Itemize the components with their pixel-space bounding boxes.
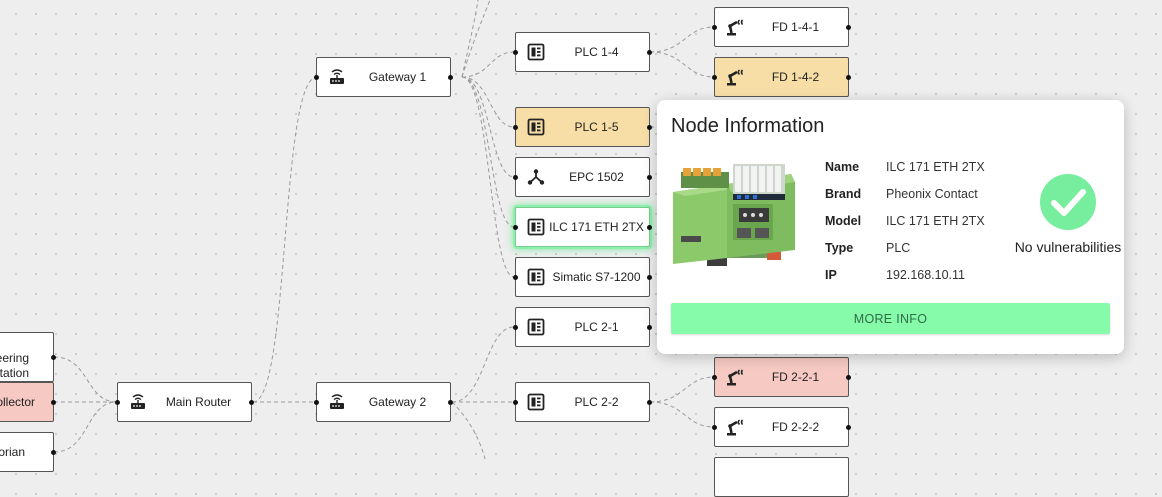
detail-key: Type xyxy=(825,241,854,255)
port-dot xyxy=(712,374,717,380)
node-fd-1-4-2[interactable]: FD 1-4-2 xyxy=(712,57,851,97)
port-dot xyxy=(513,49,518,55)
port-dot xyxy=(647,274,652,280)
plc-chip-icon xyxy=(526,42,546,62)
robot-arm-icon xyxy=(725,67,745,87)
node-plc-1-4[interactable]: PLC 1-4 xyxy=(513,32,652,72)
node-label: orian xyxy=(0,445,25,459)
port-dot xyxy=(314,74,319,80)
detail-value: PLC xyxy=(886,241,911,255)
port-dot xyxy=(513,124,518,130)
port-dot xyxy=(513,174,518,180)
detail-value: ILC 171 ETH 2TX xyxy=(886,214,985,228)
node-fd-2-2-2[interactable]: FD 2-2-2 xyxy=(712,407,851,447)
more-info-button[interactable]: MORE INFO xyxy=(671,303,1110,334)
node-label: station xyxy=(0,366,29,380)
node-label: FD 1-4-1 xyxy=(771,20,820,34)
port-dot xyxy=(115,399,120,405)
port-dot xyxy=(448,399,453,405)
node-partial-bottom[interactable] xyxy=(714,457,849,497)
port-dot xyxy=(647,174,652,180)
node-epc-1502[interactable]: EPC 1502 xyxy=(513,157,652,197)
port-dot xyxy=(647,224,652,230)
port-dot xyxy=(314,399,319,405)
plc-chip-icon xyxy=(526,267,546,287)
port-dot xyxy=(712,424,717,430)
plc-chip-icon xyxy=(526,217,546,237)
detail-key: IP xyxy=(825,268,837,282)
node-label: PLC 1-5 xyxy=(574,120,619,134)
router-icon xyxy=(327,392,347,412)
node-label: PLC 2-2 xyxy=(574,395,619,409)
port-dot xyxy=(712,74,717,80)
node-gateway-1[interactable]: Gateway 1 xyxy=(314,57,453,97)
port-dot xyxy=(513,224,518,230)
node-label: ollector xyxy=(0,395,35,409)
router-icon xyxy=(128,392,148,412)
plc-chip-icon xyxy=(526,317,546,337)
node-label: eering xyxy=(0,351,29,365)
router-icon xyxy=(327,67,347,87)
robot-arm-icon xyxy=(725,367,745,387)
plc-chip-icon xyxy=(526,117,546,137)
node-fd-2-2-1[interactable]: FD 2-2-1 xyxy=(712,357,851,397)
node-label: Gateway 2 xyxy=(368,395,427,409)
port-dot xyxy=(249,399,254,405)
port-dot xyxy=(51,355,56,360)
node-label: ILC 171 ETH 2TX xyxy=(549,220,644,234)
node-label: PLC 1-4 xyxy=(574,45,619,59)
check-circle-icon xyxy=(1040,174,1096,230)
port-dot xyxy=(846,424,851,430)
port-dot xyxy=(647,49,652,55)
port-dot xyxy=(513,274,518,280)
node-ilc-171-eth-2tx[interactable]: ILC 171 ETH 2TX xyxy=(513,207,652,247)
port-dot xyxy=(448,74,453,80)
node-fd-1-4-1[interactable]: FD 1-4-1 xyxy=(712,7,851,47)
detail-value: Pheonix Contact xyxy=(886,187,978,201)
node-label: PLC 2-1 xyxy=(574,320,619,334)
node-collector[interactable]: ollector xyxy=(0,382,56,422)
node-label: FD 2-2-2 xyxy=(771,420,820,434)
port-dot xyxy=(846,74,851,80)
detail-key: Model xyxy=(825,214,862,228)
port-dot xyxy=(647,399,652,405)
node-gateway-2[interactable]: Gateway 2 xyxy=(314,382,453,422)
port-dot xyxy=(513,324,518,330)
node-label: EPC 1502 xyxy=(569,170,624,184)
port-dot xyxy=(647,324,652,330)
vulnerability-status: No vulnerabilities xyxy=(1014,239,1122,255)
robot-arm-icon xyxy=(725,417,745,437)
plc-chip-icon xyxy=(526,392,546,412)
detail-key: Name xyxy=(825,160,860,174)
detail-value: ILC 171 ETH 2TX xyxy=(886,160,985,174)
port-dot xyxy=(712,24,717,30)
robot-arm-icon xyxy=(725,17,745,37)
port-dot xyxy=(647,124,652,130)
port-dot xyxy=(846,24,851,30)
connection-lines xyxy=(53,0,715,459)
device-image xyxy=(673,164,795,266)
node-label: Main Router xyxy=(165,395,232,409)
port-dot xyxy=(846,374,851,380)
node-plc-1-5[interactable]: PLC 1-5 xyxy=(513,107,652,147)
network-hub-icon xyxy=(526,167,546,187)
node-label: FD 1-4-2 xyxy=(771,70,820,84)
node-plc-2-2[interactable]: PLC 2-2 xyxy=(513,382,652,422)
node-label: Gateway 1 xyxy=(368,70,427,84)
node-info-popup: Node Information xyxy=(657,100,1124,354)
detail-key: Brand xyxy=(825,187,862,201)
popup-title: Node Information xyxy=(671,115,825,137)
node-plc-2-1[interactable]: PLC 2-1 xyxy=(513,307,652,347)
node-label: FD 2-2-1 xyxy=(771,370,820,384)
node-historian[interactable]: orian xyxy=(0,432,56,472)
port-dot xyxy=(513,399,518,405)
port-dot xyxy=(51,399,56,405)
node-main-router[interactable]: Main Router xyxy=(115,382,254,422)
node-simatic-s7-1200[interactable]: Simatic S7-1200 xyxy=(513,257,652,297)
detail-value: 192.168.10.11 xyxy=(886,268,966,282)
port-dot xyxy=(51,449,56,455)
node-engineering-station[interactable]: eering station xyxy=(0,332,56,382)
node-label: Simatic S7-1200 xyxy=(552,270,641,284)
